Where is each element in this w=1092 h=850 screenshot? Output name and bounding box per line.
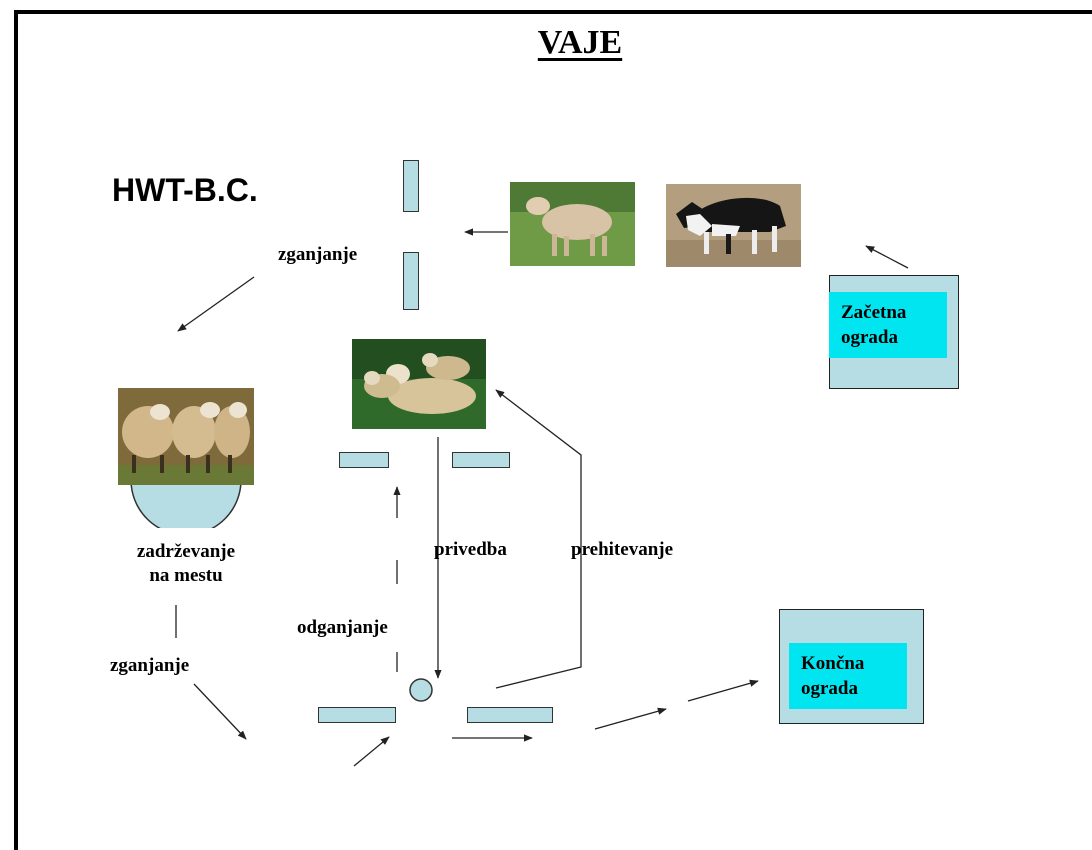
slide-title: VAJE: [537, 24, 623, 61]
gate-bar-mid-right: [452, 452, 510, 468]
gate-bar-bottom-left: [318, 707, 396, 723]
end-pen: Končna ograda: [779, 609, 924, 724]
gate-bar-top-lower: [403, 252, 419, 310]
post-marker: [409, 678, 433, 702]
resting-sheep-photo: [352, 339, 486, 429]
label-prehitevanje: prehitevanje: [571, 539, 674, 560]
arrow-zganjanje-left: [193, 683, 247, 740]
arrow-prehitevanje: [495, 389, 582, 689]
start-pen-label-line1: Začetna: [841, 302, 907, 323]
end-pen-label: Končna ograda: [789, 643, 907, 709]
label-zganjanje-top: zganjanje: [278, 244, 358, 265]
label-zadrzevanje-line1: zadrževanje: [136, 541, 236, 562]
diagram-subtitle: HWT-B.C.: [112, 172, 258, 208]
gate-bar-mid-left: [339, 452, 389, 468]
sheep-photo: [510, 182, 635, 266]
label-zadrzevanje-line2: na mestu: [149, 565, 223, 586]
label-privedba: privedba: [434, 539, 507, 560]
label-zadrzevanje: zadrževanje na mestu: [116, 540, 256, 588]
border-collie-photo: [666, 184, 801, 267]
arrow-to-end-pen-1: [594, 707, 667, 730]
slide-frame: [14, 10, 1092, 850]
gate-bar-top-upper: [403, 160, 419, 212]
arrow-into-bottom-gate: [353, 736, 390, 767]
gate-bar-bottom-right: [467, 707, 553, 723]
start-pen-label: Začetna ograda: [829, 292, 947, 358]
end-pen-label-line1: Končna: [801, 653, 865, 674]
start-pen-label-line2: ograda: [841, 327, 898, 348]
arrow-zganjanje-top: [177, 276, 255, 332]
start-pen: Začetna ograda: [829, 275, 959, 389]
three-sheep-photo: [118, 388, 254, 485]
arrow-to-end-pen-2: [687, 679, 759, 702]
label-odganjanje: odganjanje: [297, 617, 388, 638]
end-pen-label-line2: ograda: [801, 678, 858, 699]
arrow-start-pen-to-dog: [865, 245, 909, 269]
label-zganjanje-left: zganjanje: [110, 655, 190, 676]
